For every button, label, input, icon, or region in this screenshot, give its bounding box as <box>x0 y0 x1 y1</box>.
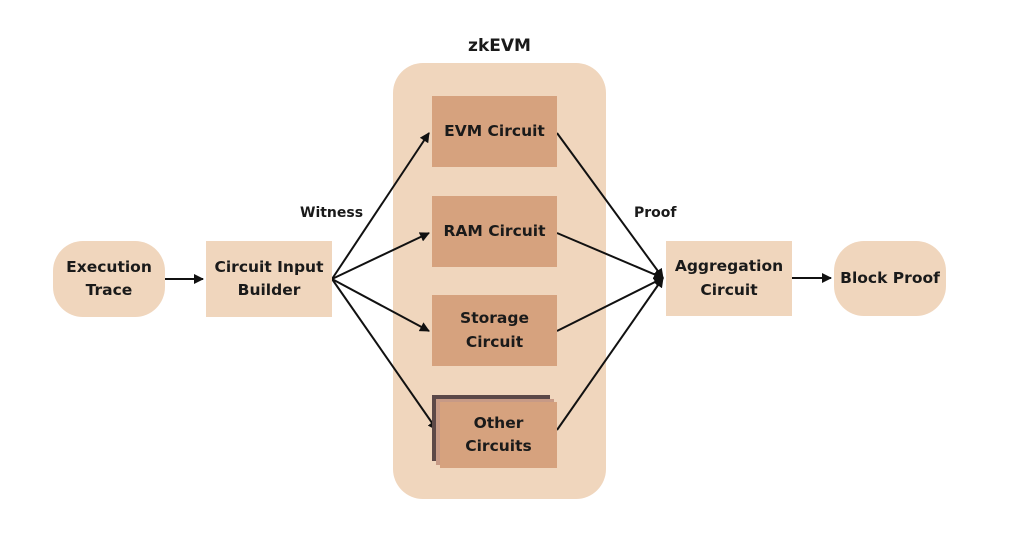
arrow-builder-to-ram <box>331 232 430 280</box>
execution-trace-label: Execution Trace <box>66 257 152 299</box>
storage-circuit-node: Storage Circuit <box>432 295 557 366</box>
arrow-storage-to-aggregation <box>556 277 664 332</box>
arrow-builder-to-storage <box>331 278 430 332</box>
block-proof-label: Block Proof <box>840 268 940 287</box>
aggregation-circuit-node: Aggregation Circuit <box>666 241 792 316</box>
ram-circuit-node: RAM Circuit <box>432 196 557 267</box>
storage-circuit-label: Storage Circuit <box>460 309 529 351</box>
block-proof-node: Block Proof <box>834 241 946 316</box>
ram-circuit-label: RAM Circuit <box>443 221 546 240</box>
witness-edge-label: Witness <box>300 205 364 221</box>
other-circuits-node: Other Circuits <box>440 402 557 468</box>
other-circuits-label: Other Circuits <box>465 413 532 455</box>
execution-trace-node: Execution Trace <box>53 241 165 317</box>
evm-circuit-label: EVM Circuit <box>444 121 545 140</box>
zkevm-group-title: zkEVM <box>468 36 531 56</box>
arrow-other-to-aggregation <box>556 277 664 431</box>
arrow-ram-to-aggregation <box>556 232 664 280</box>
aggregation-circuit-label: Aggregation Circuit <box>674 257 784 299</box>
circuit-input-builder-node: Circuit Input Builder <box>206 241 332 317</box>
circuit-input-builder-label: Circuit Input Builder <box>214 257 324 299</box>
arrow-builder-to-evm <box>331 132 430 280</box>
arrow-evm-to-aggregation <box>556 132 664 279</box>
proof-edge-label: Proof <box>634 205 677 221</box>
arrow-builder-to-other <box>331 278 438 431</box>
evm-circuit-node: EVM Circuit <box>432 96 557 167</box>
